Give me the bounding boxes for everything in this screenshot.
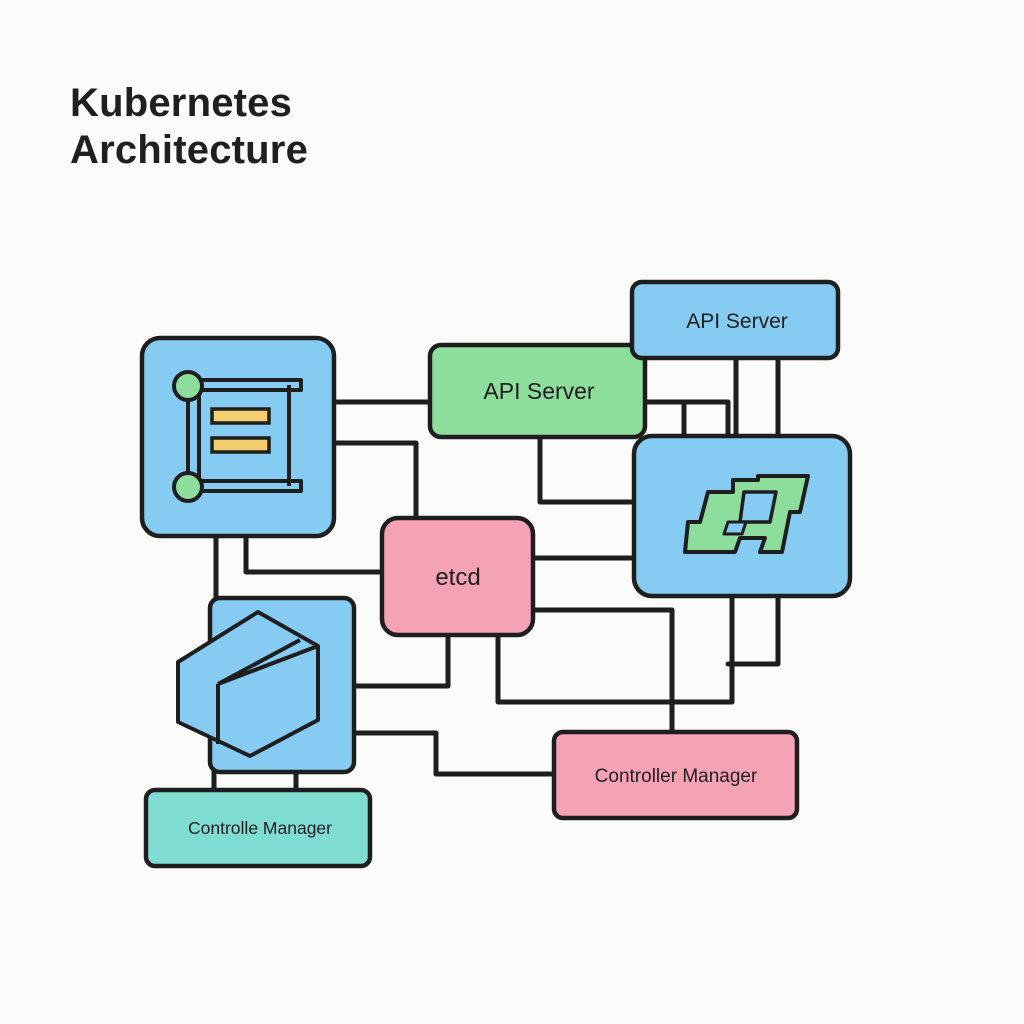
api-server-top-node: API Server — [629, 279, 841, 361]
controller-manager-right-label: Controller Manager — [595, 766, 758, 787]
puzzle-icon — [683, 474, 810, 554]
connector-box-to-controller-right — [351, 730, 557, 777]
title-line-1: Kubernetes — [70, 81, 293, 125]
puzzle-node — [631, 433, 853, 599]
etcd-node: etcd — [379, 515, 536, 638]
server-list-icon — [172, 370, 303, 503]
api-server-top-label: API Server — [686, 310, 788, 333]
connector-server-to-etcd-low — [243, 533, 385, 575]
connector-api-mid-down — [537, 434, 637, 505]
package-box-icon — [176, 610, 320, 758]
etcd-label: etcd — [435, 564, 480, 591]
connector-etcd-to-box — [351, 632, 451, 689]
diagram-title: Kubernetes Architecture — [70, 80, 308, 174]
connector-api-mid-to-right — [642, 399, 731, 439]
controller-manager-left-label: Controlle Manager — [188, 818, 332, 838]
controller-manager-left-node: Controlle Manager — [143, 787, 373, 869]
controller-manager-right-node: Controller Manager — [551, 729, 800, 821]
package-node — [176, 595, 357, 775]
connector-etcd-to-controller-right — [530, 607, 675, 735]
api-server-mid-label: API Server — [483, 378, 595, 404]
server-list-node — [139, 335, 337, 539]
connector-server-to-etcd — [331, 440, 419, 523]
api-server-mid-node: API Server — [427, 342, 648, 440]
connector-etcd-loop-right — [495, 593, 735, 705]
connectors — [211, 355, 781, 793]
title-line-2: Architecture — [70, 128, 309, 172]
